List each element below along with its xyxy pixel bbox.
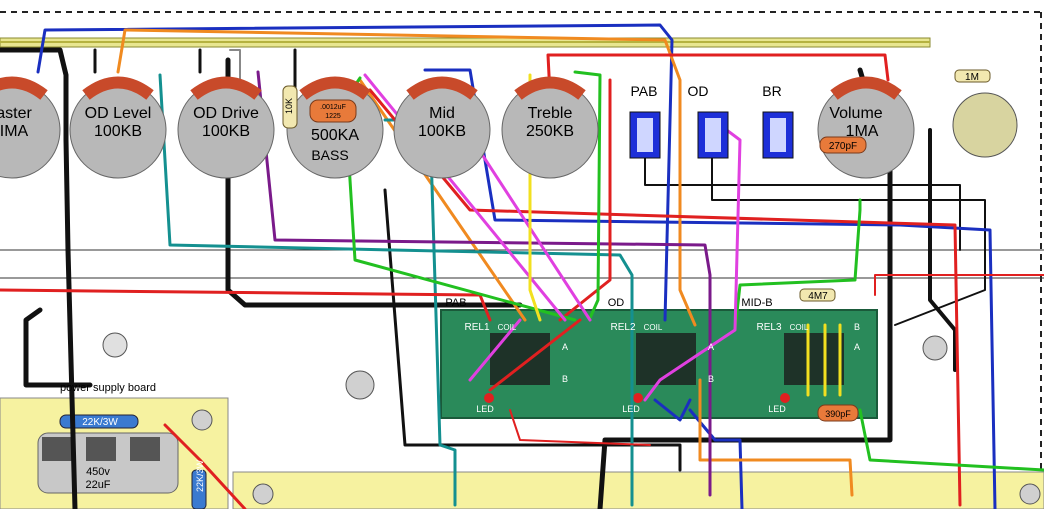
psu-cap-label-1: 450v bbox=[86, 466, 110, 478]
pot-value-mid: 100KB bbox=[418, 123, 466, 140]
relay-rel3: REL3 bbox=[756, 322, 781, 333]
relay-coil-3: COIL bbox=[790, 323, 809, 332]
relay-led-3: LED bbox=[768, 404, 786, 414]
psu-title: power supply board bbox=[60, 382, 156, 394]
pot-od-drive: OD Drive 100KB bbox=[177, 76, 275, 179]
switch-od: OD bbox=[688, 83, 729, 159]
pot-value-volume: 1MA bbox=[846, 123, 879, 140]
relay-section-od: OD bbox=[608, 297, 625, 309]
switch-label-pab: PAB bbox=[631, 83, 658, 99]
relay-b-1: B bbox=[562, 374, 568, 384]
relay-a-2: A bbox=[708, 342, 714, 352]
cap-bass: .0012uF 1225 bbox=[309, 99, 357, 123]
pot-label-mid: Mid bbox=[429, 105, 455, 122]
resistor-1m-label: 1M bbox=[965, 72, 979, 83]
wires bbox=[0, 23, 1044, 512]
relay-b-2: B bbox=[708, 374, 714, 384]
pot-volume: Volume 1MA bbox=[817, 76, 915, 179]
cap-volume: 270pF bbox=[819, 136, 867, 154]
resistor-10k-label: 10K bbox=[284, 98, 294, 114]
relay-board-labels: PAB OD MID-B REL1 REL2 REL3 COIL COIL CO… bbox=[445, 297, 860, 414]
pot-value-bass: 500KA bbox=[311, 127, 359, 144]
pot-value-master: IMA bbox=[0, 123, 29, 140]
relay-led-2: LED bbox=[622, 404, 640, 414]
relay-a-3: A bbox=[854, 342, 860, 352]
pot-value-od-level: 100KB bbox=[94, 123, 142, 140]
pot-label-od-level: OD Level bbox=[85, 105, 152, 122]
pot-master: aster IMA bbox=[0, 76, 61, 179]
resistor-10k: 10K bbox=[282, 85, 298, 129]
relay-rel1: REL1 bbox=[464, 322, 489, 333]
pot-label-master: aster bbox=[0, 105, 32, 122]
switch-br: BR bbox=[762, 83, 794, 159]
pot-label-od-drive: OD Drive bbox=[193, 105, 259, 122]
ground-bus bbox=[0, 37, 931, 48]
psu-cap-label-2: 22uF bbox=[85, 479, 110, 491]
pot-label-treble: Treble bbox=[528, 105, 573, 122]
resistor-1m: 1M bbox=[954, 69, 991, 83]
relay-section-pab: PAB bbox=[445, 297, 466, 309]
cap-volume-label: 270pF bbox=[829, 141, 857, 152]
pot-value-od-drive: 100KB bbox=[202, 123, 250, 140]
pot-value-treble: 250KB bbox=[526, 123, 574, 140]
pot-treble: Treble 250KB bbox=[501, 76, 599, 179]
relay-section-mid-b: MID-B bbox=[741, 297, 772, 309]
pot-label-volume: Volume bbox=[829, 105, 882, 122]
relay-b-3: B bbox=[854, 322, 860, 332]
pot-od-level: OD Level 100KB bbox=[69, 76, 167, 179]
psu-resistor-label: 22K/3W bbox=[82, 417, 118, 428]
psu-side-resistor-label: 22K/3W bbox=[195, 459, 205, 492]
pot-label-bass: BASS bbox=[311, 147, 348, 163]
cap-bass-label-1: .0012uF bbox=[320, 104, 346, 111]
switch-pab: PAB bbox=[629, 83, 661, 159]
switch-label-br: BR bbox=[762, 83, 781, 99]
screw-terminals bbox=[102, 92, 1041, 505]
relay-coil-1: COIL bbox=[498, 323, 517, 332]
cap-390pf: 390pF bbox=[817, 404, 859, 422]
chassis-outline bbox=[0, 11, 1044, 509]
cap-bass-label-2: 1225 bbox=[325, 113, 341, 120]
resistor-4m7: 4M7 bbox=[799, 288, 836, 302]
relay-a-1: A bbox=[562, 342, 568, 352]
pot-mid: Mid 100KB bbox=[393, 76, 491, 179]
main-board bbox=[232, 471, 1044, 510]
pot-bass: 500KA BASS bbox=[286, 76, 384, 179]
relay-coil-2: COIL bbox=[644, 323, 663, 332]
relay-rel2: REL2 bbox=[610, 322, 635, 333]
psu-labels: 22K/3W 450v 22uF 22K/3W power supply boa… bbox=[60, 382, 205, 492]
relay-led-1: LED bbox=[476, 404, 494, 414]
cap-390pf-label: 390pF bbox=[825, 409, 851, 419]
resistor-4m7-label: 4M7 bbox=[808, 291, 828, 302]
switch-label-od: OD bbox=[688, 83, 709, 99]
